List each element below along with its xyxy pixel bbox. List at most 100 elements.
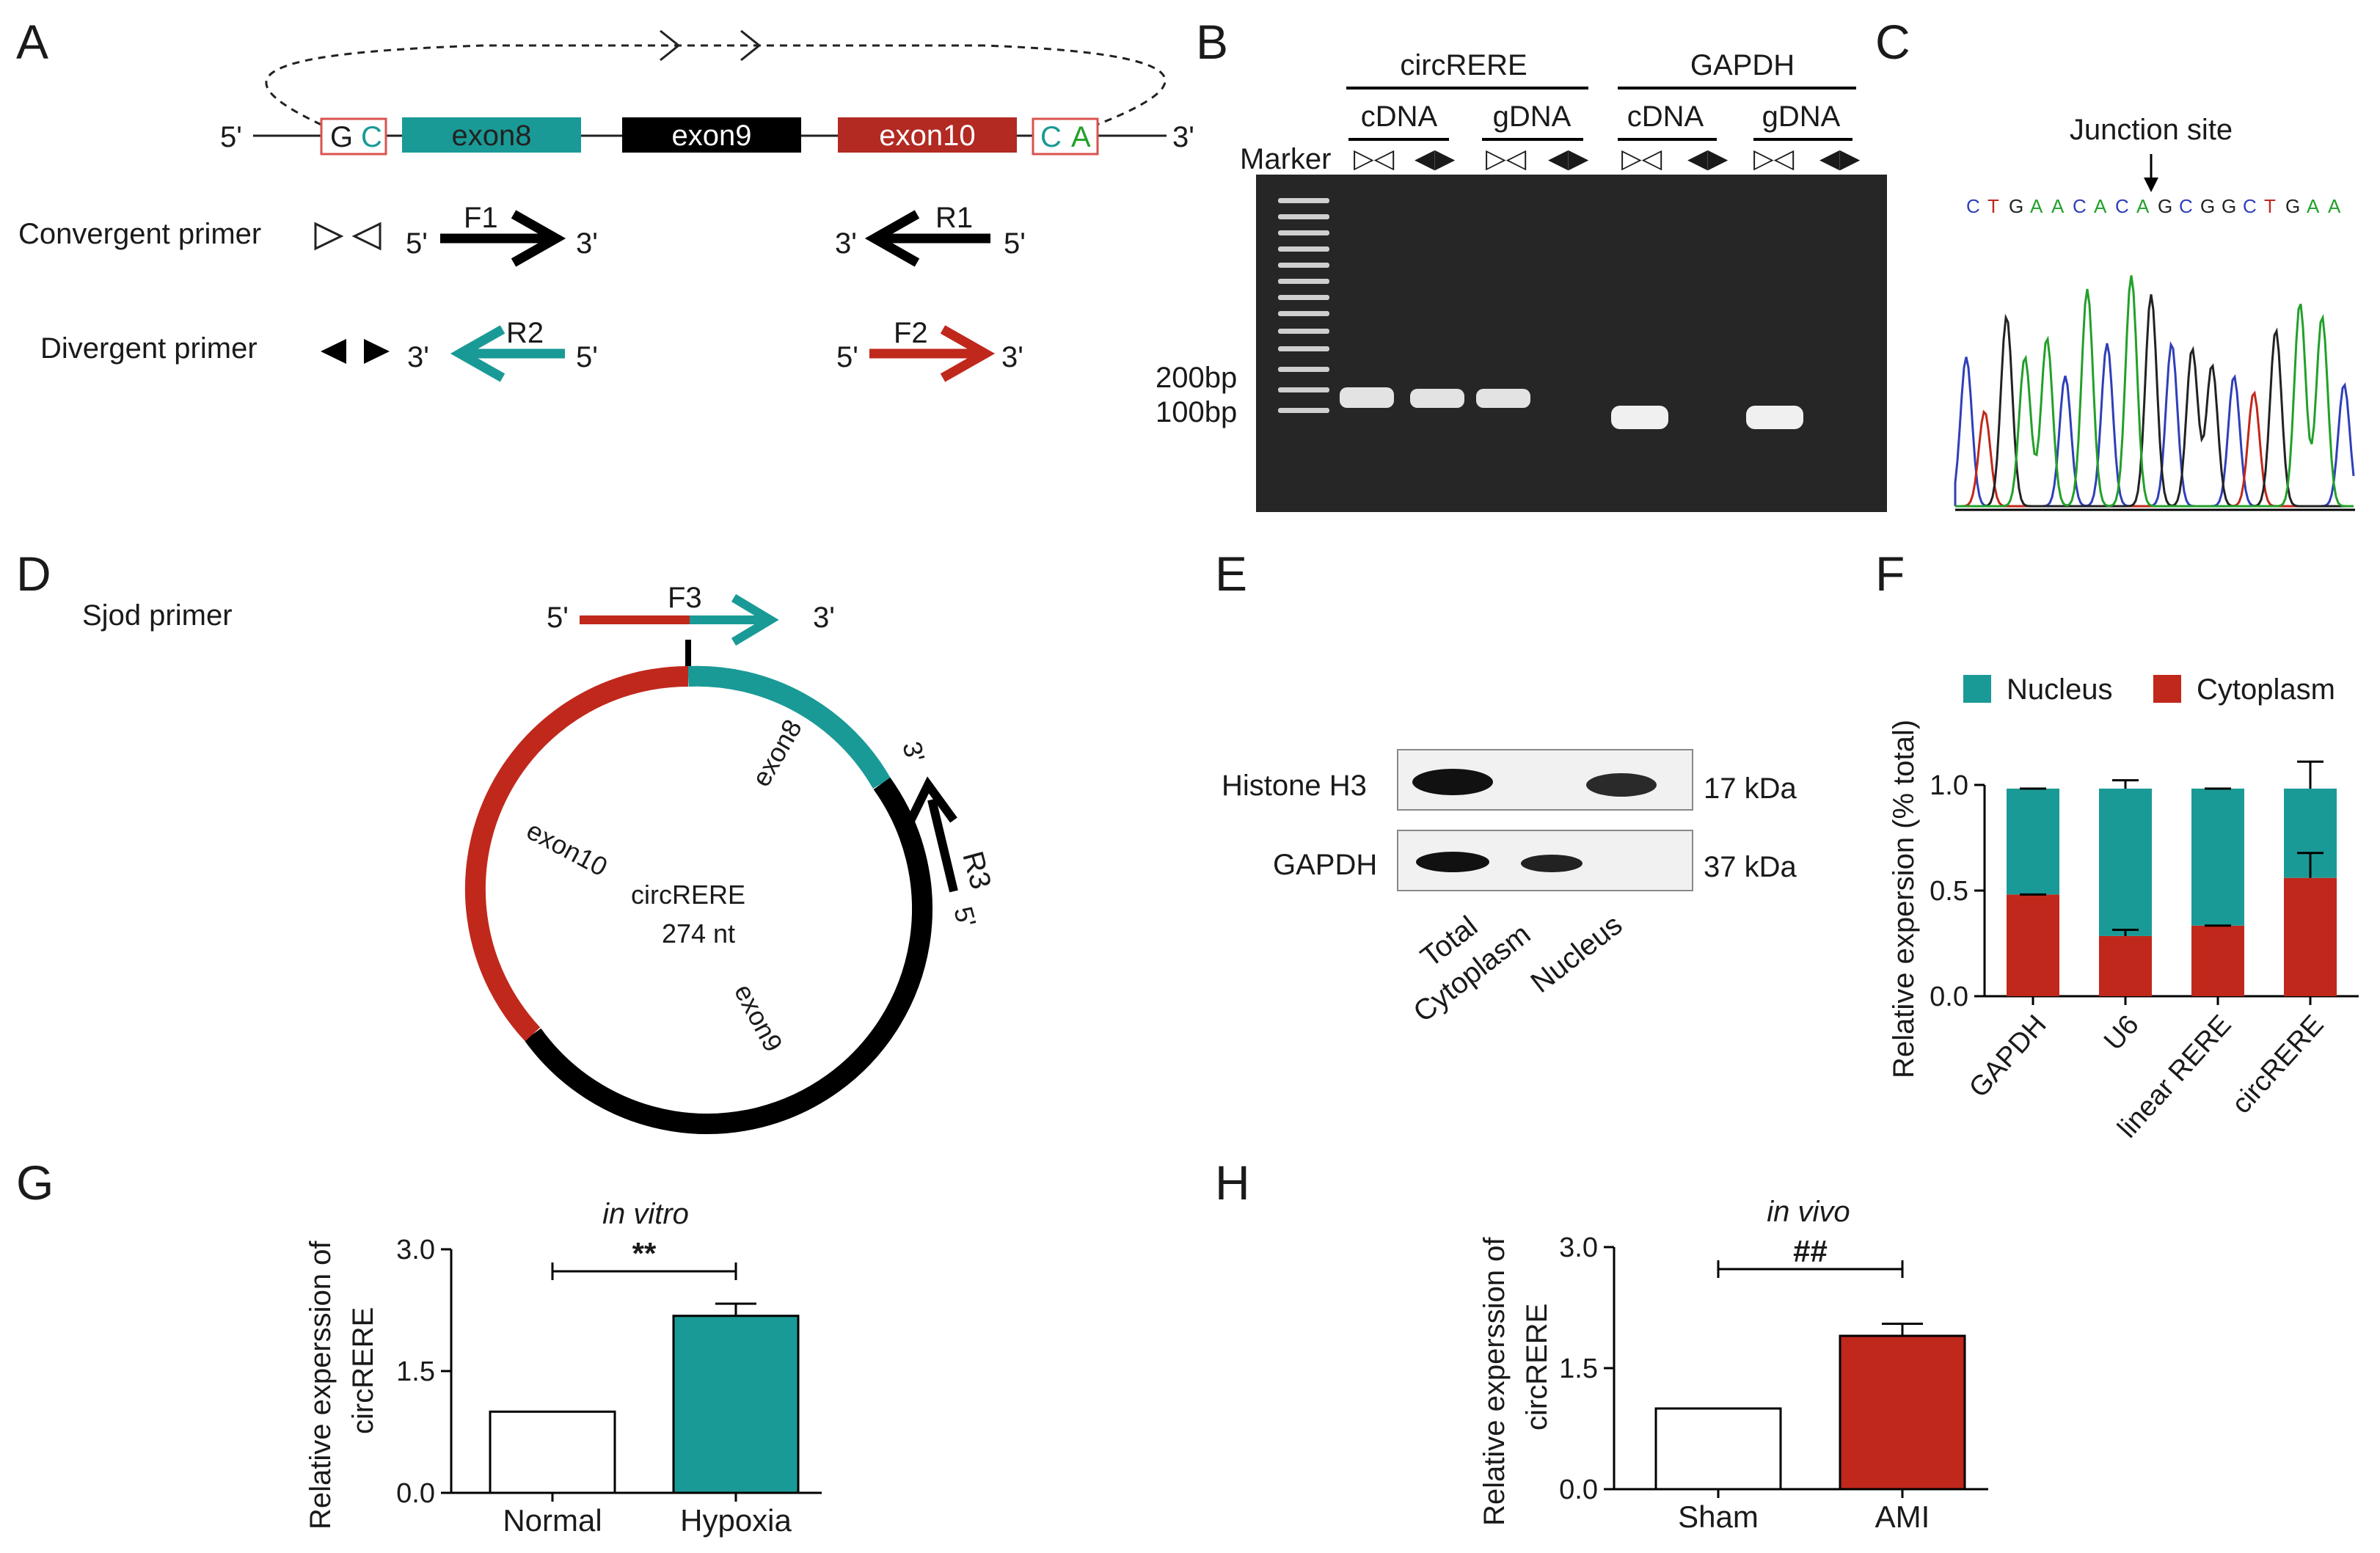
ladder-band [1278,329,1329,334]
circle-exon10-label: exon10 [522,815,613,883]
sequence-base: G [2009,195,2023,217]
f-bar-cytoplasm [2007,894,2059,996]
r2-3-label: 3' [407,341,429,373]
panel-h-chart: in vivo Relative experssion of circRERE … [1478,1196,1988,1534]
r1-label: R1 [935,202,973,234]
sequence-base: C [2243,195,2257,217]
r3-5-label: 5' [948,903,982,930]
gel-gdna-2: gDNA [1762,101,1841,133]
circrere-length: 274 nt [662,918,735,949]
f-bar-cytoplasm [2191,925,2244,996]
chromatogram-traces [1954,275,2355,508]
f3-3-label: 3' [813,602,835,634]
band-circrere-gdna-conv [1476,389,1530,408]
circrere-name: circRERE [631,880,745,910]
circle-exon9-label: exon9 [729,979,789,1057]
f3-label: F3 [668,582,702,614]
ladder-band [1278,230,1329,235]
convergent-primer-label: Convergent primer [18,218,261,250]
chromatogram-trace [1955,275,2354,508]
blot-row-histone: Histone H3 [1222,770,1367,802]
strand-5-end: 5' [220,121,242,153]
r2-arrow-head-icon [450,325,505,382]
ladder-band [1278,295,1329,300]
sequence-base: A [2328,195,2341,217]
g-chart-x-tick-label: Hypoxia [680,1503,792,1538]
r3-3-label: 3' [897,738,931,765]
ladder-band [1278,408,1329,413]
sequence-base: T [1987,195,1999,217]
r1-arrow-head-icon [864,210,920,267]
panel-label-e: E [1215,547,1247,601]
size-200bp: 200bp [1156,362,1237,394]
ladder-band [1278,198,1329,203]
circle-exon10-arc [464,666,689,1042]
sequence-base: A [2094,195,2107,217]
divergent-solid-left-icon [321,339,346,364]
band-gapdh-cdna-conv [1611,406,1668,429]
band-gapdh-gdna-conv [1746,406,1803,429]
g-ylabel-2: circRERE [347,1307,379,1434]
band-gapdh-total [1416,852,1489,872]
right-flank-a: A [1071,121,1091,153]
panel-label-c: C [1875,15,1910,69]
size-100bp: 100bp [1156,396,1237,428]
f-y-tick-label: 1.0 [1930,770,1968,801]
g-ylabel-1: Relative experssion of [304,1240,337,1530]
lane-conv-2: ▷◁ [1486,143,1527,173]
f-bar-nucleus [2099,789,2152,936]
circle-exon8-label: exon8 [745,715,808,792]
f-x-tick-label: circRERE [2226,1009,2329,1119]
panel-label-b: B [1196,15,1228,69]
f-bar-cytoplasm [2284,877,2337,996]
gel-cdna-1: cDNA [1361,101,1438,133]
f1-5-label: 5' [406,227,428,260]
ladder-band [1278,367,1329,372]
r2-label: R2 [506,317,544,349]
f-x-tick-label: GAPDH [1963,1009,2053,1104]
lane-div-1: ◀▶ [1415,143,1456,173]
divergent-primer-label: Divergent primer [40,332,258,365]
h-chart-x-tick-label: AMI [1875,1499,1930,1534]
r1-5-label: 5' [1004,227,1026,260]
gel-cdna-2: cDNA [1627,101,1704,133]
sequence-base: A [2051,195,2065,217]
panel-label-a: A [16,15,48,69]
g-title: in vitro [602,1198,689,1230]
f-bars [2007,760,2337,996]
g-chart-y-tick-label: 0.0 [396,1478,435,1509]
f3-arrow-head-icon [731,593,779,646]
g-chart-significance: ** [632,1236,657,1271]
lane-conv-1: ▷◁ [1354,143,1395,173]
panel-b-gel: circRERE GAPDH cDNA gDNA cDNA gDNA Marke… [1156,49,1887,512]
exon10-label: exon10 [879,120,975,152]
sequence-base: C [1966,195,1980,217]
sequence-base: C [2073,195,2087,217]
marker-ladder [1278,198,1329,413]
sequence-base: A [2307,195,2320,217]
legend-nucleus-swatch [1963,675,1991,703]
divergent-solid-right-icon [364,339,390,364]
g-chart-bar [489,1410,616,1494]
g-chart-x-tick-label: Normal [503,1503,602,1538]
f3-5-label: 5' [547,602,569,634]
f2-5-label: 5' [836,341,858,373]
gel-gdna-1: gDNA [1493,101,1572,133]
ladder-band [1278,346,1329,351]
h-ylabel-1: Relative experssion of [1478,1237,1511,1526]
exon9-label: exon9 [672,120,752,152]
panel-label-g: G [16,1155,54,1210]
h-title: in vivo [1767,1196,1850,1228]
r1-3-label: 3' [835,227,857,260]
circle-exon9-arc [524,777,933,1135]
exon8-label: exon8 [452,120,532,152]
f-y-tick-label: 0.5 [1930,876,1968,907]
ladder-band [1278,263,1329,268]
junction-site-label: Junction site [2070,114,2233,146]
blot-kda-17: 17 kDa [1704,772,1797,805]
sequence-base: G [2200,195,2215,217]
f2-arrow-head-icon [940,325,996,382]
